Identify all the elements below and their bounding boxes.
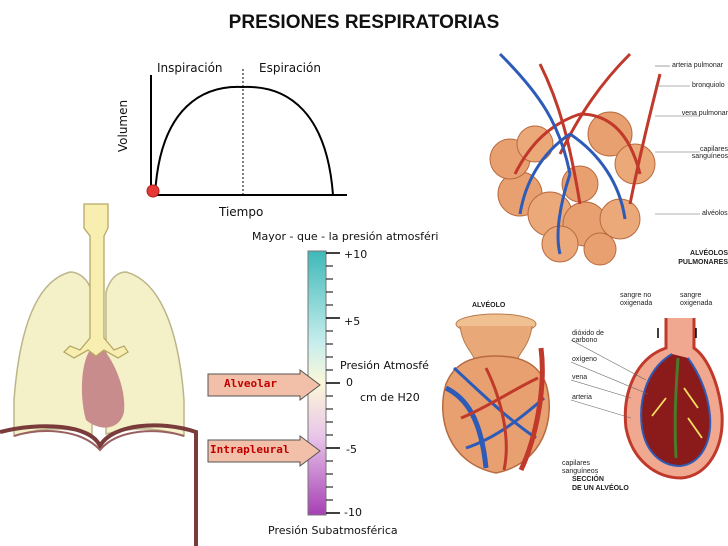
inspiration-label: Inspiración: [157, 61, 223, 75]
unit-label: cm de H20: [360, 391, 420, 404]
lung-svg: [0, 203, 198, 546]
alveoli-diagram: arteria pulmonar bronquiolo vena pulmona…: [480, 44, 728, 276]
tick-label-minus5: -5: [346, 443, 357, 456]
alveolus-section: [623, 318, 724, 480]
y-axis-label: Volumen: [116, 99, 130, 153]
label-pulmonary-artery: arteria pulmonar: [672, 62, 723, 69]
page-title: PRESIONES RESPIRATORIAS: [228, 12, 500, 33]
tick-label-zero: 0: [346, 376, 353, 389]
label-blood-no-ox-1: sangre no: [620, 292, 652, 299]
label-lines: [655, 65, 700, 215]
scale-top-label: Mayor - que - la presión atmosféri: [252, 230, 439, 243]
diaphragm: [0, 423, 198, 546]
start-marker: [146, 184, 160, 198]
intrapleural-arrow: Intrapleural: [207, 435, 322, 467]
expiration-label: Espiración: [259, 61, 321, 75]
alveoli-caption-2: PULMONARES: [678, 259, 728, 266]
section-caption-1: SECCIÓN: [572, 476, 604, 483]
label-capillaries: capilares sanguíneos: [691, 146, 728, 160]
alveolus-svg: [442, 313, 724, 480]
alveolar-label: Alveolar: [224, 377, 277, 390]
label-blood-ox-2: oxigenada: [680, 300, 713, 307]
label-blood-no-ox-2: oxigenada: [620, 300, 653, 307]
scale-bottom-label: Presión Subatmosférica: [268, 524, 398, 537]
label-vein: vena: [572, 374, 588, 381]
tick-label-minus10: -10: [344, 506, 362, 519]
alveoli-svg: [489, 52, 700, 266]
label-bronchiole: bronquiolo: [692, 82, 725, 89]
scale-ticks: [326, 252, 340, 514]
intrapleural-label: Intrapleural: [210, 443, 290, 456]
label-capillaries-2: sanguíneos: [562, 468, 599, 475]
tick-label-plus10: +10: [344, 248, 368, 261]
alveolus-diagram: ALVÉOLO sangre no oxigenada sangre oxige…: [426, 288, 728, 498]
atmospheric-label: Presión Atmosfé: [340, 359, 429, 372]
x-axis-label: Tiempo: [219, 205, 264, 219]
alveolus-title: ALVÉOLO: [472, 302, 506, 309]
heart: [81, 350, 125, 428]
arteries: [513, 52, 662, 205]
label-co2: dióxido de carbono: [572, 330, 604, 344]
section-label-lines: [570, 339, 649, 419]
label-pulmonary-vein: vena pulmonar: [681, 110, 728, 117]
tick-label-plus5: +5: [344, 315, 361, 328]
label-oxygen: oxígeno: [572, 356, 597, 363]
lung-diagram: [0, 200, 200, 546]
label-artery: arteria: [572, 394, 592, 401]
volume-curve-svg: [146, 69, 347, 198]
trachea: [62, 203, 129, 359]
rib-line: [13, 430, 185, 452]
label-blood-ox-1: sangre: [680, 292, 702, 299]
veins: [498, 52, 627, 255]
section-caption-2: DE UN ALVÉOLO: [572, 485, 629, 492]
volume-graph: Inspiración Espiración Volumen Tiempo: [115, 55, 355, 230]
label-alveoli: alvéolos: [702, 210, 728, 217]
volume-curve: [154, 85, 334, 196]
alveoli-caption-1: ALVÉOLOS: [690, 250, 728, 257]
label-capillaries-1: capilares: [562, 460, 591, 467]
alveolar-arrow: Alveolar: [207, 369, 322, 401]
alveolus-3d: [442, 313, 550, 474]
